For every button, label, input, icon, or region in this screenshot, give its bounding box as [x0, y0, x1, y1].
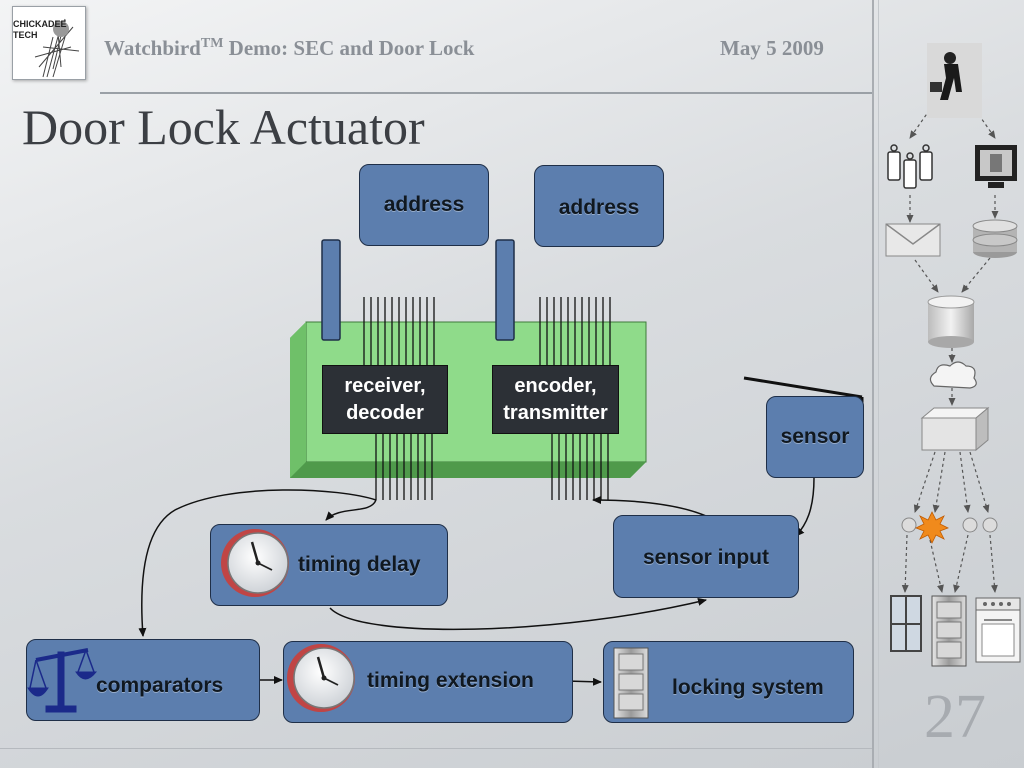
pins-receiver-bottom [375, 432, 433, 500]
sensor-box: sensor [766, 396, 864, 478]
logo-text: CHICKADEE TECH [13, 19, 67, 40]
cloud-icon [929, 361, 977, 389]
sensor-wire [743, 376, 863, 399]
mobile-devices-icon [887, 144, 933, 189]
header-title-rest: Demo: SEC and Door Lock [223, 36, 475, 60]
window-icon [890, 595, 922, 652]
antenna-right [495, 239, 515, 341]
page-number: 27 [924, 683, 986, 751]
receiver-decoder-chip: receiver, decoder [322, 365, 448, 434]
address-left-label: address [383, 193, 465, 216]
sensor-nodes-icon [901, 511, 998, 544]
receiver-line2: decoder [346, 401, 424, 424]
arrow-receiver-to-timing-delay [325, 499, 377, 521]
chickadee-icon [34, 18, 80, 78]
stove-icon [975, 597, 1021, 663]
encoder-line2: transmitter [503, 401, 608, 424]
timing-extension-label: timing extension [367, 669, 534, 692]
walking-person-icon [927, 43, 982, 118]
header-rule [100, 92, 872, 94]
pins-encoder-top [539, 297, 611, 365]
sidebar-divider [872, 0, 874, 768]
address-box-left: address [359, 164, 489, 246]
arrow-receiver-to-comparators [138, 489, 377, 637]
arrow-sensor-input-to-encoder [592, 496, 707, 517]
database-icon [927, 295, 975, 348]
pins-receiver-top [363, 297, 435, 365]
antenna-left [321, 239, 341, 341]
page-title: Door Lock Actuator [22, 99, 425, 155]
door-icon [931, 595, 967, 667]
comparators-label: comparators [96, 674, 224, 697]
network-sidebar [885, 43, 1021, 667]
encoder-transmitter-chip: encoder, transmitter [492, 365, 619, 434]
logo: CHICKADEE TECH [12, 6, 86, 80]
header-title-sup: TM [200, 36, 224, 51]
sensor-label: sensor [780, 425, 850, 448]
mail-icon [885, 223, 941, 257]
disk-stack-icon [972, 219, 1018, 258]
sensor-input-label: sensor input [642, 546, 769, 569]
server-icon [920, 406, 990, 452]
receiver-line1: receiver, [344, 374, 426, 397]
address-box-right: address [534, 165, 664, 247]
timing-delay-label: timing delay [298, 553, 421, 576]
computer-icon [975, 145, 1017, 188]
pins-encoder-bottom [551, 432, 609, 500]
header-title: WatchbirdTM Demo: SEC and Door Lock [104, 36, 474, 61]
footer-rule [0, 748, 872, 749]
arrow-timing-delay-to-sensor-input [329, 597, 707, 631]
locking-system-label: locking system [672, 676, 824, 699]
header-title-prefix: Watchbird [104, 36, 201, 60]
header-date: May 5 2009 [720, 36, 824, 60]
sensor-input-box: sensor input [613, 515, 799, 598]
encoder-line1: encoder, [514, 374, 597, 397]
address-right-label: address [558, 196, 640, 219]
